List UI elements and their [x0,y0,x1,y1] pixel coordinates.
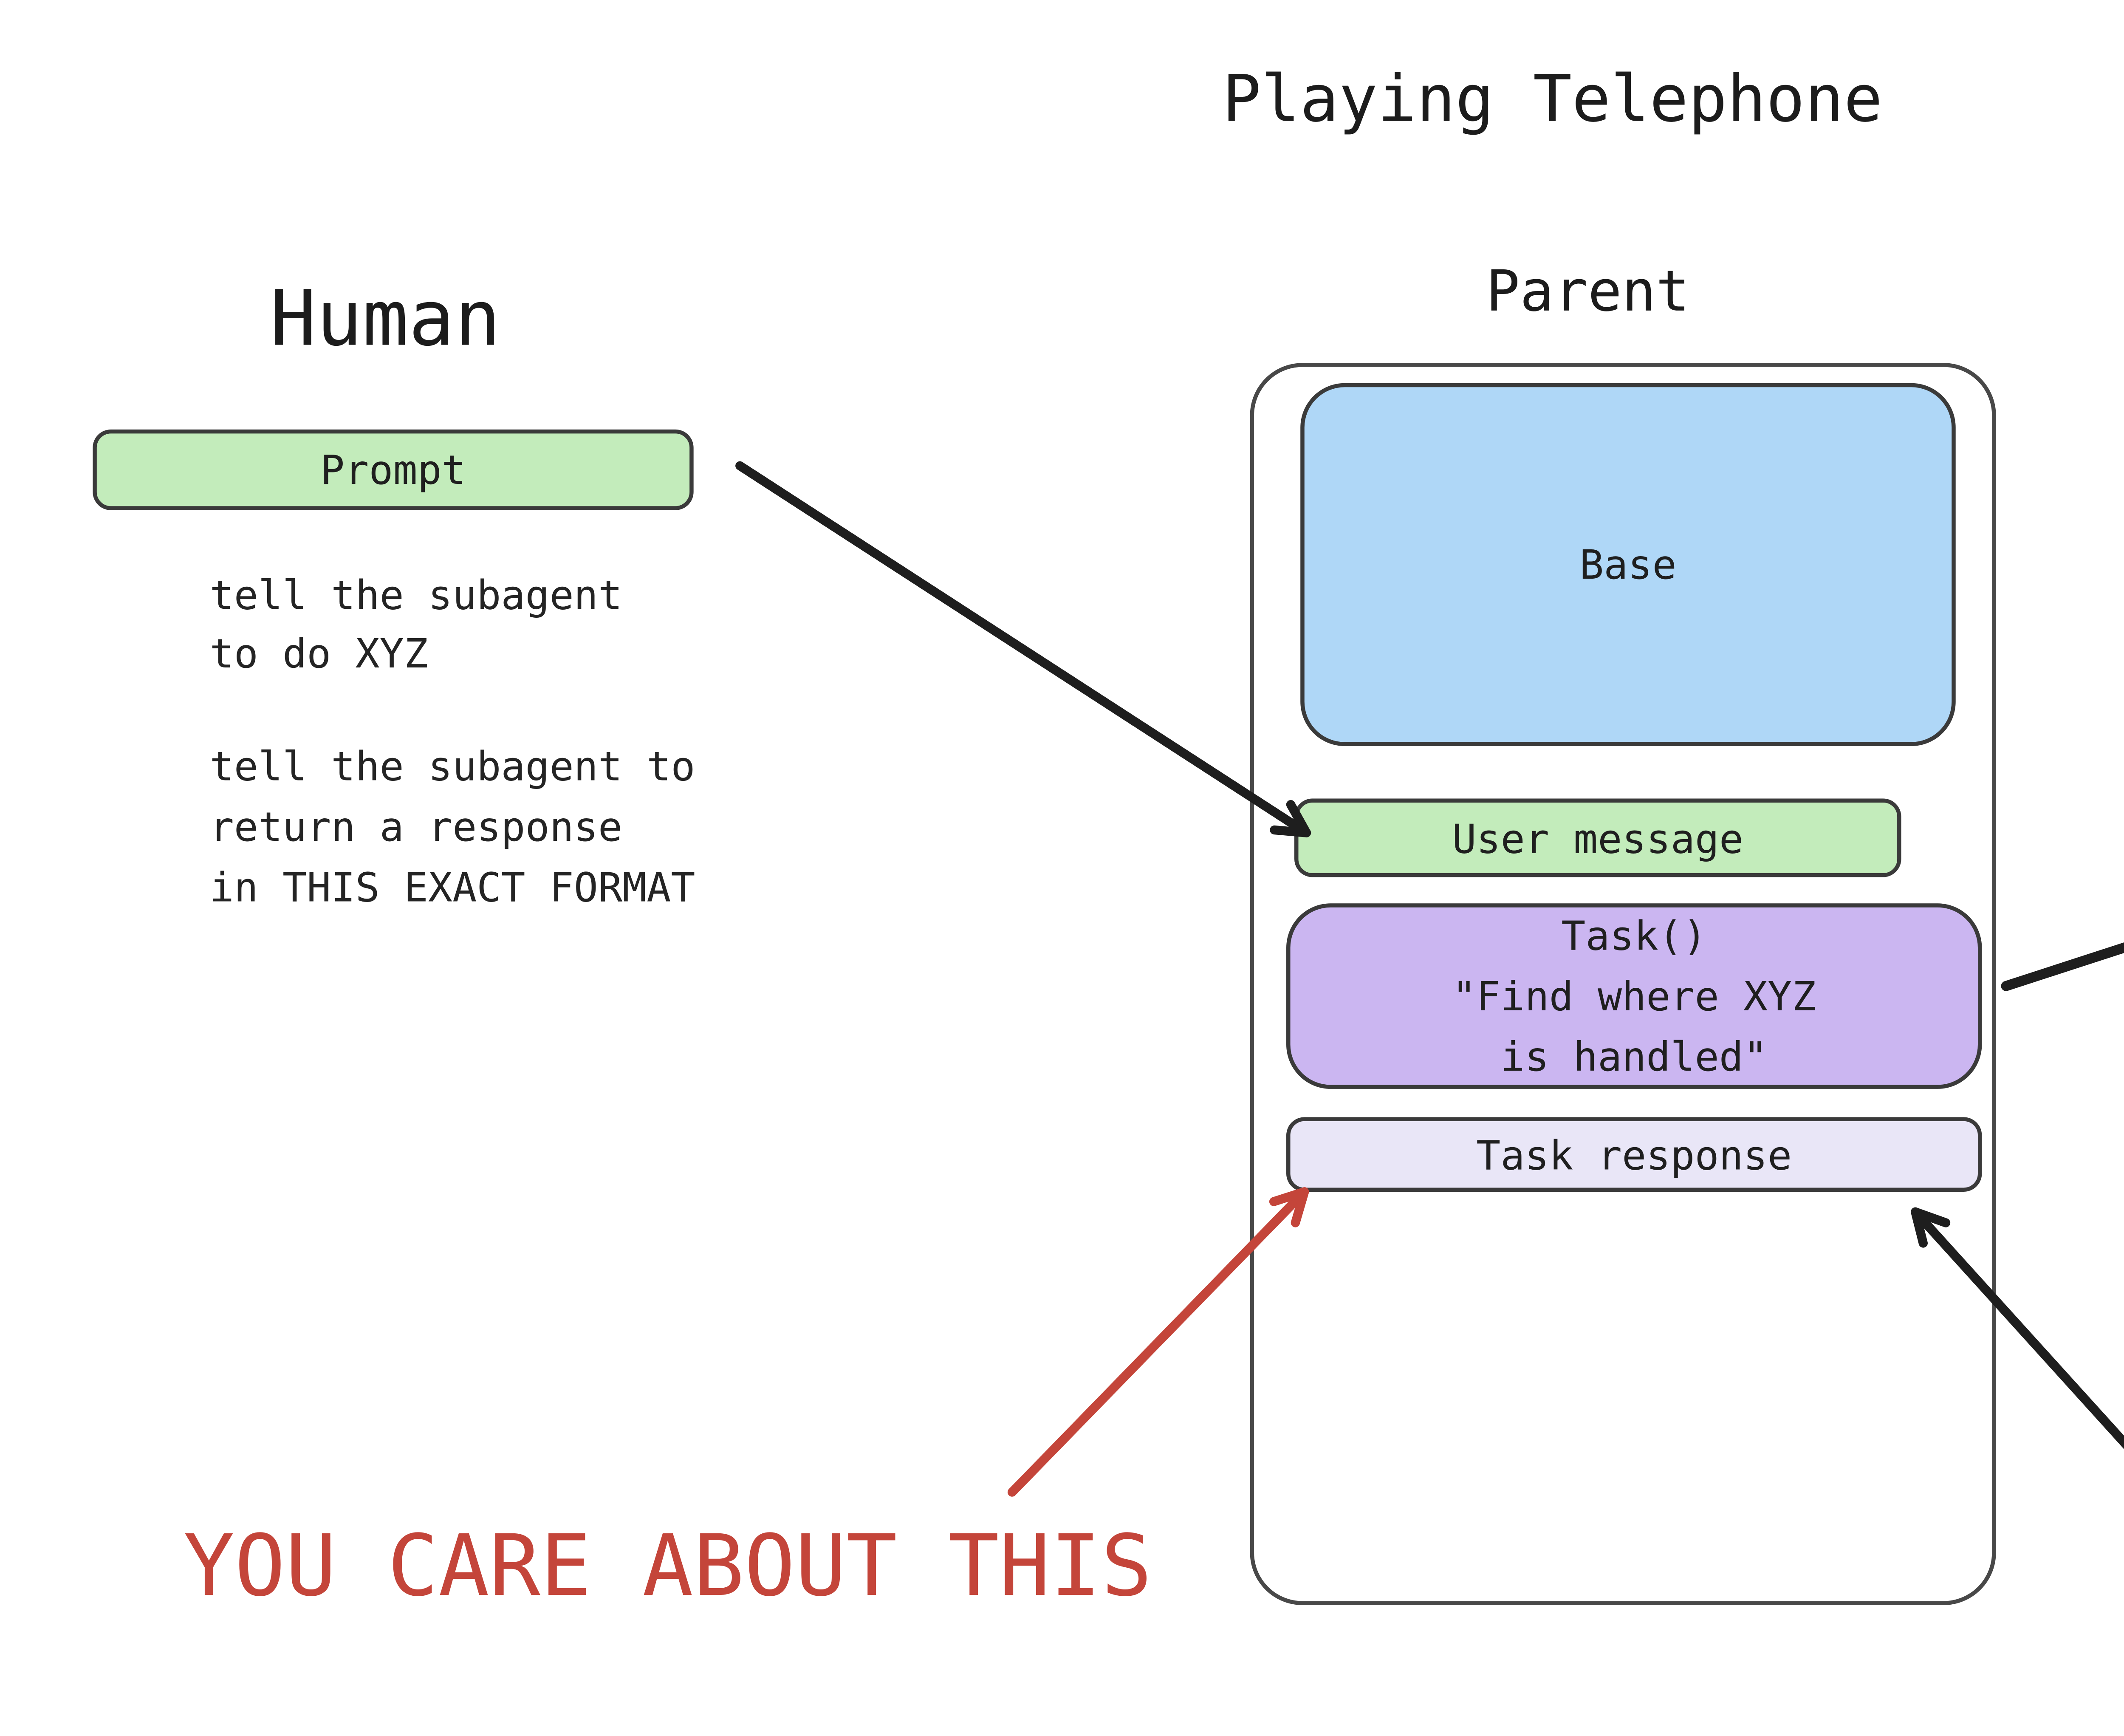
task-box: Task() "Find where XYZ is handled" [1286,903,1982,1089]
note-line: to do XYZ [209,629,428,678]
note-do-xyz: tell the subagent to do XYZ [210,567,623,684]
task-line: Task() [1561,911,1707,960]
diagram-title: Playing Telephone [1222,60,1883,137]
task-response-box: Task response [1286,1117,1982,1192]
column-label-human: Human [270,274,501,363]
arrow-task-to-child-user-message [2001,942,2124,991]
task-line: is handled" [1500,1032,1768,1081]
callout-you-care-about-this: YOU CARE ABOUT THIS [183,1516,1152,1615]
task-response-label: Task response [1476,1130,1792,1179]
note-line: return a response [209,802,623,851]
note-line: tell the subagent to [209,742,695,791]
note-line: in THIS EXACT FORMAT [209,863,695,912]
note-exact-format: tell the subagent to return a response i… [210,736,695,917]
task-line: "Find where XYZ [1452,972,1816,1021]
parent-base-label: Base [1579,540,1677,589]
parent-user-message-box: User message [1294,798,1901,877]
parent-base-box: Base [1300,383,1956,746]
prompt-box-label: Prompt [320,445,466,494]
column-label-parent: Parent [1486,258,1690,325]
parent-user-message-label: User message [1452,814,1744,862]
prompt-box: Prompt [93,429,694,510]
arrow-prompt-to-parent-user-message [735,461,1311,837]
note-line: tell the subagent [209,571,623,619]
